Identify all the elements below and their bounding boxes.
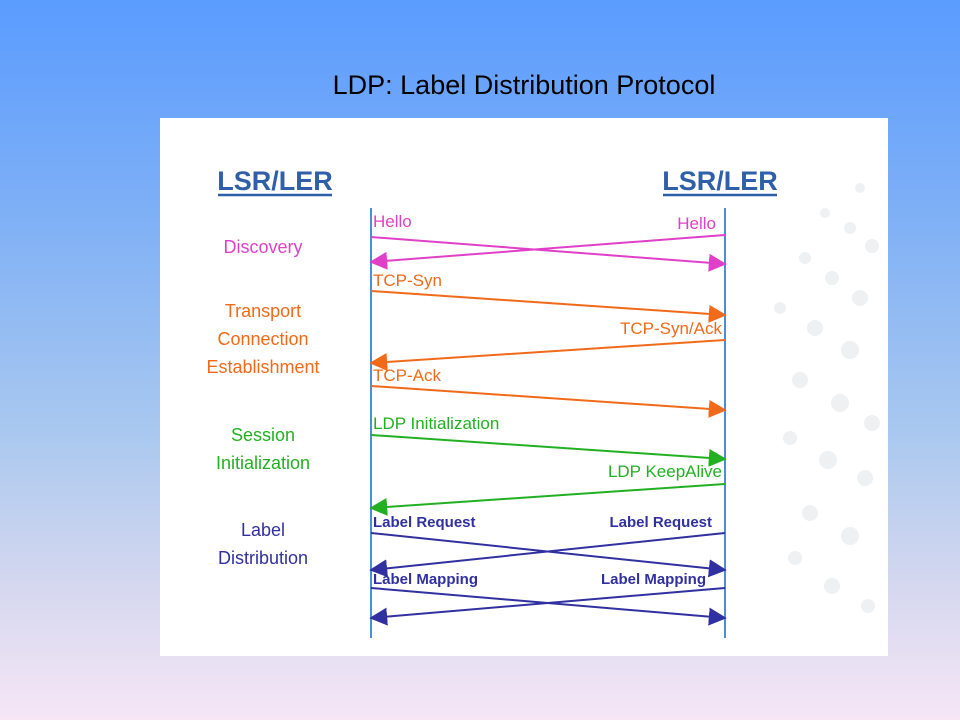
- ldp-initialization-label: LDP Initialization: [373, 414, 499, 433]
- phase-session-label-line2: Initialization: [216, 453, 310, 473]
- right-endpoint-label: LSR/LER: [662, 166, 778, 196]
- label-mapping-left-label: Label Mapping: [373, 571, 478, 588]
- phase-transport-label-line1: Transport: [225, 301, 301, 321]
- label-request-arrow-right-to-left: [369, 532, 726, 578]
- tcp-syn-ack-arrow: [369, 339, 726, 371]
- ldp-keepalive-label: LDP KeepAlive: [608, 462, 722, 481]
- phase-transport-label-line3: Establishment: [206, 357, 319, 377]
- label-request-right-label: Label Request: [609, 514, 712, 531]
- label-mapping-arrow-right-to-left: [369, 587, 726, 626]
- phase-transport-label-line2: Connection: [217, 329, 308, 349]
- phase-label-distribution-line1: Label: [241, 520, 285, 540]
- ldp-sequence-diagram: LSR/LER LSR/LER Discovery Transport Conn…: [160, 118, 888, 656]
- slide-title: LDP: Label Distribution Protocol: [332, 70, 716, 100]
- tcp-syn-label: TCP-Syn: [373, 271, 442, 290]
- ldp-keepalive-arrow: [369, 483, 726, 516]
- label-mapping-right-label: Label Mapping: [601, 571, 706, 588]
- phase-discovery-label: Discovery: [223, 237, 302, 257]
- hello-left-label: Hello: [373, 212, 412, 231]
- tcp-ack-label: TCP-Ack: [373, 366, 442, 385]
- phase-session-label-line1: Session: [231, 425, 295, 445]
- hello-arrow-right-to-left: [369, 234, 726, 270]
- hello-right-label: Hello: [677, 214, 716, 233]
- background-dot-pattern: [774, 183, 880, 613]
- tcp-syn-arrow: [370, 290, 727, 323]
- label-request-left-label: Label Request: [373, 514, 476, 531]
- phase-label-distribution-line2: Distribution: [218, 548, 308, 568]
- hello-arrow-left-to-right: [370, 236, 727, 272]
- tcp-syn-ack-label: TCP-Syn/Ack: [620, 319, 723, 338]
- sequence-diagram-canvas: LSR/LER LSR/LER Discovery Transport Conn…: [206, 166, 880, 638]
- tcp-ack-arrow: [370, 385, 727, 418]
- left-endpoint-label: LSR/LER: [217, 166, 333, 196]
- ldp-initialization-arrow: [370, 434, 727, 467]
